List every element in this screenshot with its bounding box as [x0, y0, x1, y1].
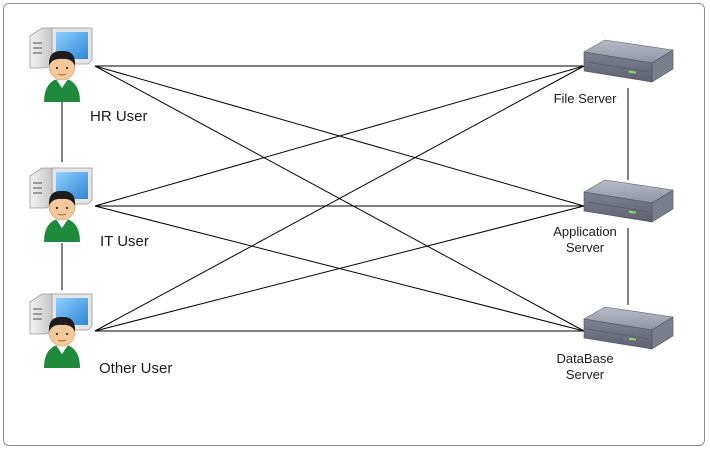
server-label-line: File Server: [554, 91, 618, 106]
user-computer-icon: [29, 293, 93, 368]
rack-server-icon: [583, 39, 674, 83]
diagram-frame: [3, 3, 705, 446]
server-node-app[interactable]: [583, 179, 674, 223]
server-label-line: DataBase: [556, 351, 613, 366]
connection-other-file: [94, 65, 585, 332]
rack-server-icon: [583, 179, 674, 223]
user-label-it: IT User: [100, 233, 149, 250]
server-node-db[interactable]: [583, 306, 674, 350]
connection-lines: [61, 65, 629, 332]
connection-it-file: [94, 65, 585, 207]
rack-server-icon: [583, 306, 674, 350]
user-node-hr[interactable]: [29, 27, 93, 102]
server-label-line: Server: [566, 240, 605, 255]
user-node-other[interactable]: [29, 293, 93, 368]
server-label-file: File Server: [554, 91, 618, 106]
connection-other-app: [94, 205, 585, 332]
user-computer-icon: [29, 27, 93, 102]
user-node-it[interactable]: [29, 167, 93, 242]
server-label-line: Server: [566, 367, 605, 382]
user-label-other: Other User: [99, 360, 172, 377]
server-node-file[interactable]: [583, 39, 674, 83]
user-computer-icon: [29, 167, 93, 242]
server-label-line: Application: [553, 224, 617, 239]
user-label-hr: HR User: [90, 108, 148, 125]
